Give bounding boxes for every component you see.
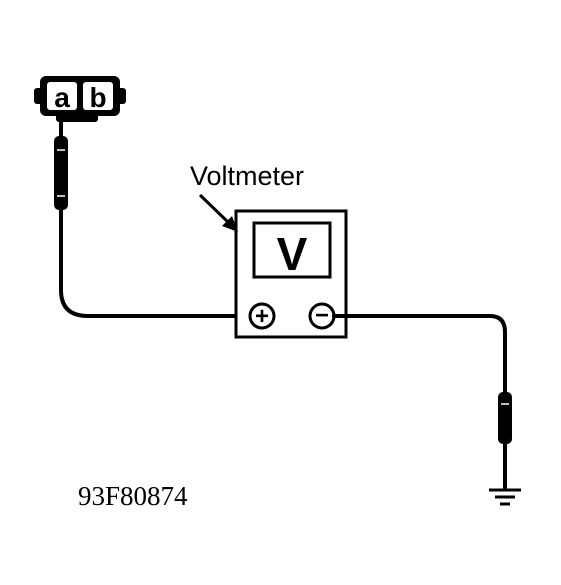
voltmeter-callout-label: Voltmeter xyxy=(190,161,304,191)
figure-id: 93F80874 xyxy=(78,481,188,511)
voltmeter-symbol: V xyxy=(277,228,308,280)
ground-probe-icon xyxy=(498,392,512,444)
callout-arrow xyxy=(198,193,238,232)
ground-icon xyxy=(489,488,521,506)
positive-lead-wire xyxy=(59,116,250,318)
connector-terminal-b: b xyxy=(89,82,106,113)
voltmeter xyxy=(234,209,348,339)
test-probe-icon xyxy=(54,136,68,210)
positive-terminal-sign: + xyxy=(255,303,269,330)
connector-terminal-a: a xyxy=(54,82,70,113)
negative-lead-wire xyxy=(332,314,507,490)
two-pin-connector-icon xyxy=(34,76,126,122)
negative-terminal-sign: − xyxy=(315,302,329,329)
voltmeter-display xyxy=(252,221,332,279)
positive-terminal xyxy=(248,302,276,330)
